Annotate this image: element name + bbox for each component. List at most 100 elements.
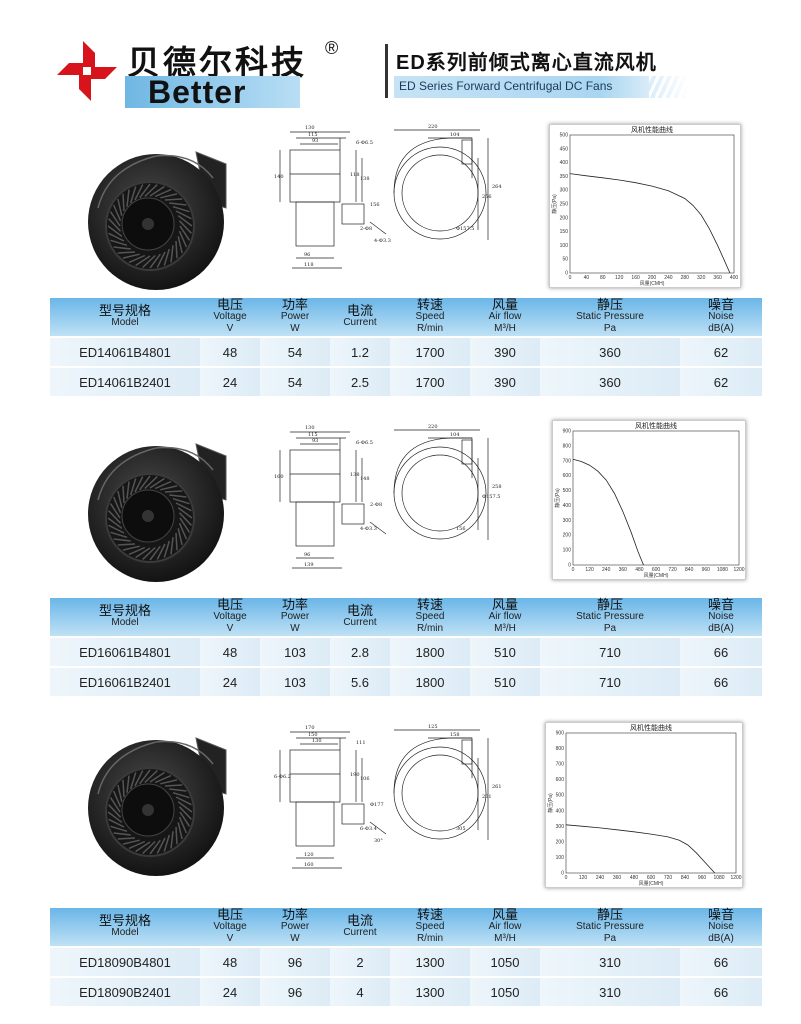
x-tick-label: 40 <box>584 275 590 281</box>
pressure-flow-curve <box>565 824 716 874</box>
table-cell: 48 <box>200 336 260 368</box>
column-header-cn: 风量 <box>491 907 518 922</box>
column-header: 电压 Voltage V <box>200 598 260 637</box>
y-tick-label: 100 <box>560 243 569 249</box>
y-axis-label: 静压(Pa) <box>554 488 561 508</box>
dimension-label: 160 <box>304 862 314 868</box>
spec-table: 型号规格 Model 电压 Voltage V 功率 Power W 电流 Cu… <box>50 298 762 397</box>
column-header-en: Current <box>343 317 377 328</box>
x-tick-label: 600 <box>652 567 661 573</box>
dimension-label: 115 <box>308 132 318 138</box>
x-tick-label: 0 <box>569 275 572 281</box>
column-header: 风量 Air flow M³/H <box>470 598 540 637</box>
table-cell: 54 <box>260 366 330 397</box>
dimension-label: 190 <box>350 772 360 778</box>
column-header-en: Voltage <box>213 611 247 622</box>
dimension-label: 256 <box>482 194 492 200</box>
table-cell: 62 <box>680 336 762 368</box>
table-cell: 1700 <box>390 336 470 368</box>
dimension-label: Φ157.5 <box>456 226 474 232</box>
dimension-label: 6-Φ6.5 <box>356 440 373 446</box>
dimension-label: 130 <box>312 738 322 744</box>
table-cell: 1050 <box>470 946 540 978</box>
column-header-cn: 风量 <box>491 597 518 612</box>
dimension-label: 118 <box>350 172 360 178</box>
fan-product-image <box>88 737 227 876</box>
x-tick-label: 1200 <box>733 567 744 573</box>
y-tick-label: 100 <box>556 855 565 861</box>
spec-table: 型号规格 Model 电压 Voltage V 功率 Power W 电流 Cu… <box>50 598 762 697</box>
column-header-cn: 静压 <box>596 297 623 312</box>
column-header: 电流 Current <box>330 298 390 337</box>
dimension-label: 2-Φ8 <box>360 226 372 232</box>
table-cell: 1.2 <box>330 336 390 368</box>
column-header: 转速 Speed R/min <box>390 298 470 337</box>
column-header-cn: 功率 <box>281 597 308 612</box>
table-cell: ED18090B4801 <box>50 946 200 978</box>
table-cell: 66 <box>680 976 762 1007</box>
dimension-label: 93 <box>312 138 318 144</box>
subtitle-band <box>394 76 689 98</box>
x-tick-label: 240 <box>664 275 673 281</box>
fan-product-image <box>88 443 227 582</box>
x-tick-label: 480 <box>635 567 644 573</box>
column-header-unit: R/min <box>416 623 444 634</box>
dimension-label: 220 <box>428 424 438 430</box>
y-tick-label: 800 <box>556 746 565 752</box>
dimension-label: 148 <box>360 476 370 482</box>
dimension-label: 140 <box>274 174 284 180</box>
x-tick-label: 360 <box>713 275 722 281</box>
column-header-en: Speed <box>415 611 445 622</box>
column-header: 转速 Speed R/min <box>390 908 470 947</box>
chart-title: 风机性能曲线 <box>631 125 673 134</box>
column-header-unit: Pa <box>603 623 617 634</box>
dimension-label: 139 <box>304 562 314 568</box>
dimension-label: 261 <box>482 794 492 800</box>
table-cell: 1050 <box>470 976 540 1007</box>
dimension-label: 261 <box>492 784 502 790</box>
column-header-unit: Pa <box>603 323 617 334</box>
column-header-unit: V <box>226 323 234 334</box>
column-header-cn: 转速 <box>416 907 443 922</box>
column-header-unit: Pa <box>603 933 617 944</box>
y-tick-label: 600 <box>563 473 572 479</box>
table-cell: 48 <box>200 636 260 668</box>
column-header-unit: V <box>226 623 234 634</box>
x-tick-label: 120 <box>579 875 588 881</box>
y-tick-label: 300 <box>563 518 572 524</box>
table-cell: ED16061B4801 <box>50 636 200 668</box>
y-tick-label: 300 <box>556 824 565 830</box>
table-cell: 710 <box>540 666 680 697</box>
table-cell: ED18090B2401 <box>50 976 200 1007</box>
dimension-label: 160 <box>274 474 284 480</box>
dimension-label: 6-Φ6.5 <box>356 140 373 146</box>
dimension-label: 118 <box>304 262 314 268</box>
dimension-label: 125 <box>428 724 438 730</box>
x-tick-label: 840 <box>681 875 690 881</box>
table-cell: 360 <box>540 366 680 397</box>
table-cell: 2 <box>330 946 390 978</box>
column-header-cn: 静压 <box>596 907 623 922</box>
y-tick-label: 0 <box>568 563 571 569</box>
column-header-en: Model <box>111 927 139 938</box>
table-cell: 66 <box>680 666 762 697</box>
column-header-en: Power <box>280 921 310 932</box>
column-header: 电流 Current <box>330 908 390 947</box>
table-cell: 2.5 <box>330 366 390 397</box>
column-header-unit: V <box>226 933 234 944</box>
table-cell: 54 <box>260 336 330 368</box>
y-tick-label: 350 <box>560 174 569 180</box>
table-cell: 48 <box>200 946 260 978</box>
column-header-en: Noise <box>708 921 734 932</box>
dimension-label: 138 <box>360 176 370 182</box>
dimension-label: 96 <box>304 252 310 258</box>
x-tick-label: 0 <box>572 567 575 573</box>
column-header-unit: W <box>290 323 300 334</box>
column-header-unit: W <box>290 933 300 944</box>
